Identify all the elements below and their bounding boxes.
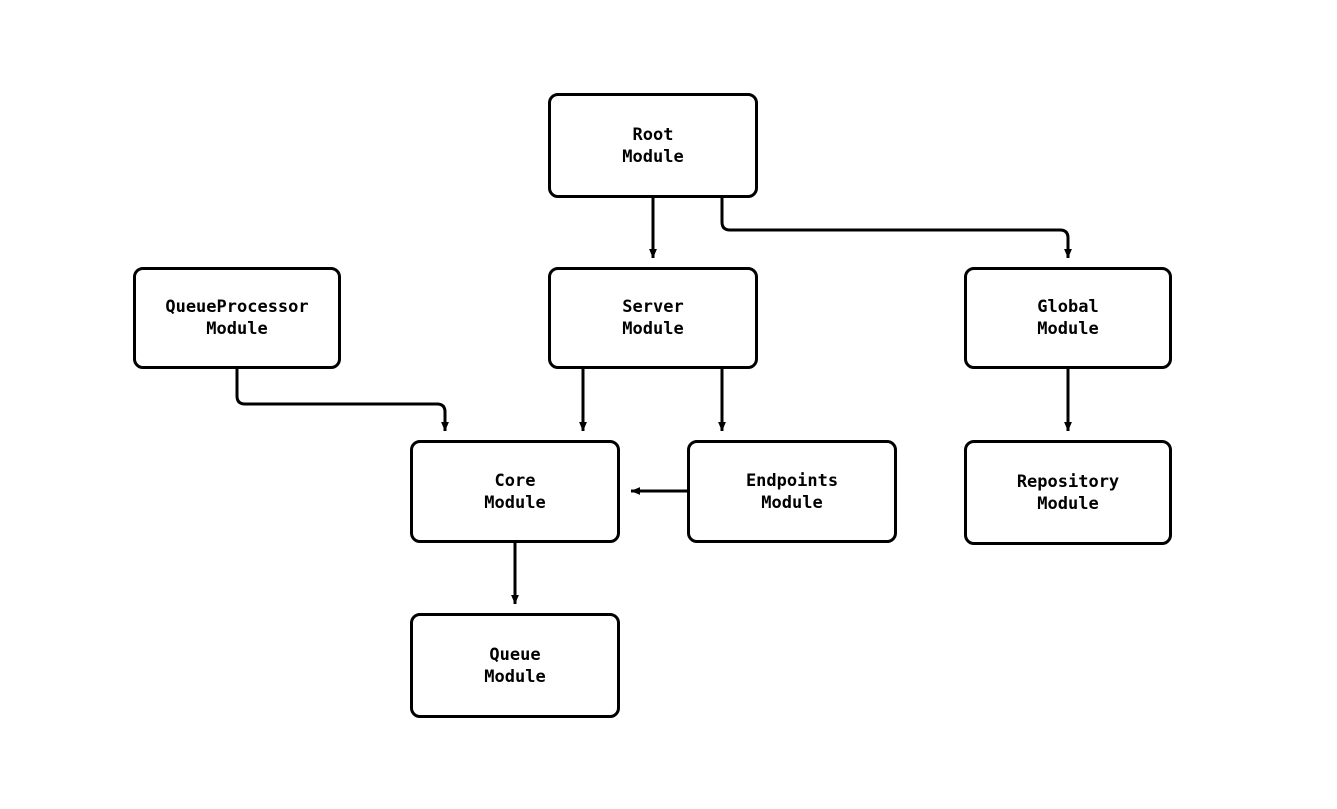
- node-queueprocessor[interactable]: QueueProcessor Module: [133, 267, 341, 369]
- node-label-global: Global Module: [1037, 297, 1099, 339]
- node-global[interactable]: Global Module: [964, 267, 1172, 369]
- node-server[interactable]: Server Module: [548, 267, 758, 369]
- node-core[interactable]: Core Module: [410, 440, 620, 543]
- node-repository[interactable]: Repository Module: [964, 440, 1172, 545]
- edges-group: [235, 198, 1072, 605]
- node-label-queue: Queue Module: [484, 644, 546, 687]
- node-label-repository: Repository Module: [1016, 471, 1120, 514]
- edge-root-global: [720, 198, 1072, 259]
- edge-queueprocessor-core: [235, 369, 449, 432]
- node-label-endpoints: Endpoints Module: [745, 470, 839, 513]
- node-label-server: Server Module: [622, 297, 684, 339]
- node-label-queueprocessor: QueueProcessor Module: [165, 297, 309, 339]
- node-queue[interactable]: Queue Module: [410, 613, 620, 718]
- node-endpoints[interactable]: Endpoints Module: [687, 440, 897, 543]
- node-label-root: Root Module: [622, 124, 684, 167]
- node-root[interactable]: Root Module: [548, 93, 758, 198]
- node-label-core: Core Module: [484, 470, 546, 513]
